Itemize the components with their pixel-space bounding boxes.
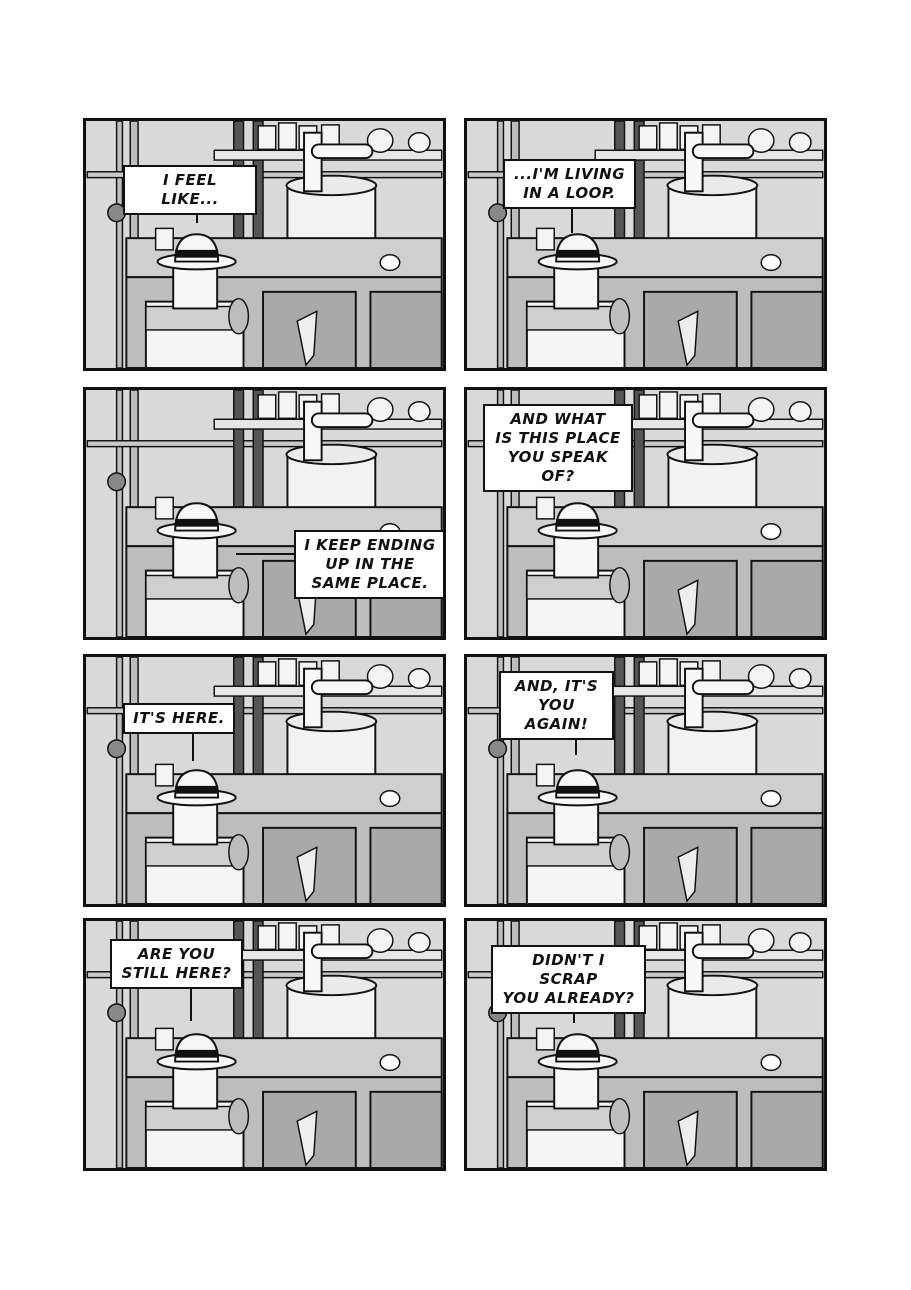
- comic-panel-3: I KEEP ENDING UP IN THE SAME PLACE.: [83, 387, 446, 640]
- speech-bubble: I KEEP ENDING UP IN THE SAME PLACE.: [294, 530, 443, 599]
- panel-scene: [86, 390, 443, 637]
- speech-bubble: DIDN'T I SCRAP YOU ALREADY?: [491, 945, 646, 1014]
- comic-panel-8: DIDN'T I SCRAP YOU ALREADY?: [464, 918, 827, 1171]
- comic-panel-1: I FEEL LIKE...: [83, 118, 446, 371]
- speech-bubble: AND, IT'S YOU AGAIN!: [499, 671, 614, 740]
- speech-bubble: I FEEL LIKE...: [123, 165, 257, 215]
- comic-panel-7: ARE YOU STILL HERE?: [83, 918, 446, 1171]
- speech-bubble: ARE YOU STILL HERE?: [110, 939, 243, 989]
- comic-panel-5: IT'S HERE.: [83, 654, 446, 907]
- panel-scene: [86, 657, 443, 904]
- speech-bubble: AND WHAT IS THIS PLACE YOU SPEAK OF?: [483, 404, 633, 492]
- comic-panel-4: AND WHAT IS THIS PLACE YOU SPEAK OF?: [464, 387, 827, 640]
- speech-bubble: IT'S HERE.: [123, 703, 235, 734]
- panel-scene: [86, 121, 443, 368]
- speech-bubble: ...I'M LIVING IN A LOOP.: [503, 159, 636, 209]
- comic-panel-6: AND, IT'S YOU AGAIN!: [464, 654, 827, 907]
- comic-panel-2: ...I'M LIVING IN A LOOP.: [464, 118, 827, 371]
